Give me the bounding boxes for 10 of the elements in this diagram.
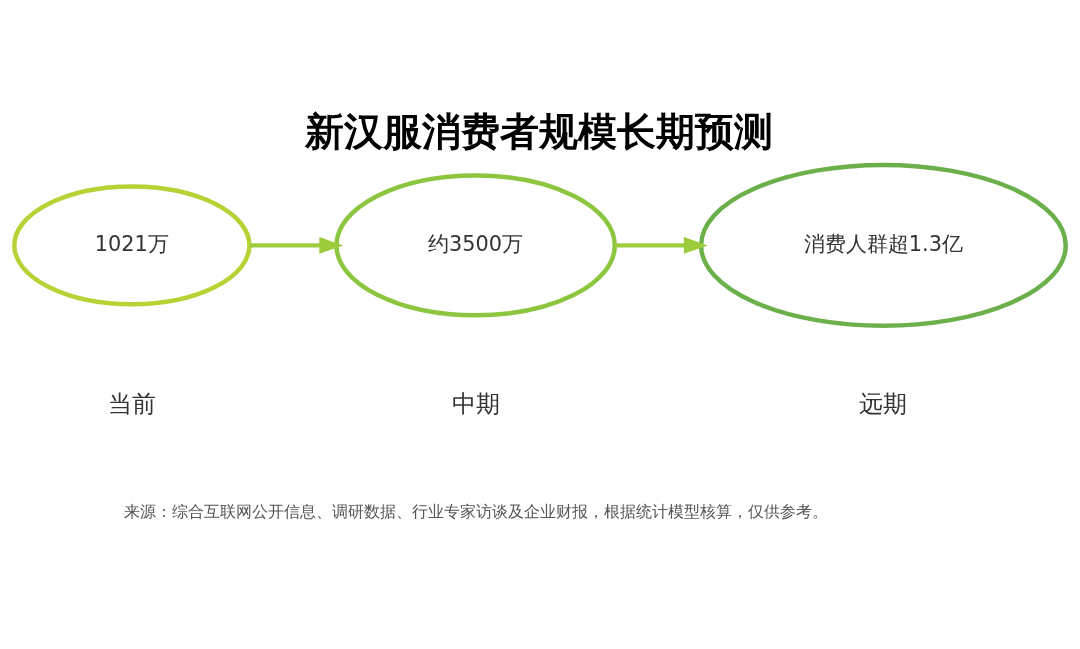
arrow xyxy=(615,236,708,254)
node-label: 当前 xyxy=(107,390,156,417)
node-label: 远期 xyxy=(859,390,908,417)
arrow xyxy=(250,236,344,254)
node-ellipse: 1021万 xyxy=(12,183,252,306)
node-label: 中期 xyxy=(451,390,500,417)
label: 来源：综合互联网公开信息、调研数据、行业专家访谈及企业财报，根据统计模型核算，仅供参考。 xyxy=(123,501,828,521)
node-ellipse: 消费人群超1.3亿 xyxy=(698,162,1068,328)
diagram-title: 新汉服消费者规模长期预测 xyxy=(304,108,773,154)
node-ellipse: 约3500万 xyxy=(334,172,617,318)
